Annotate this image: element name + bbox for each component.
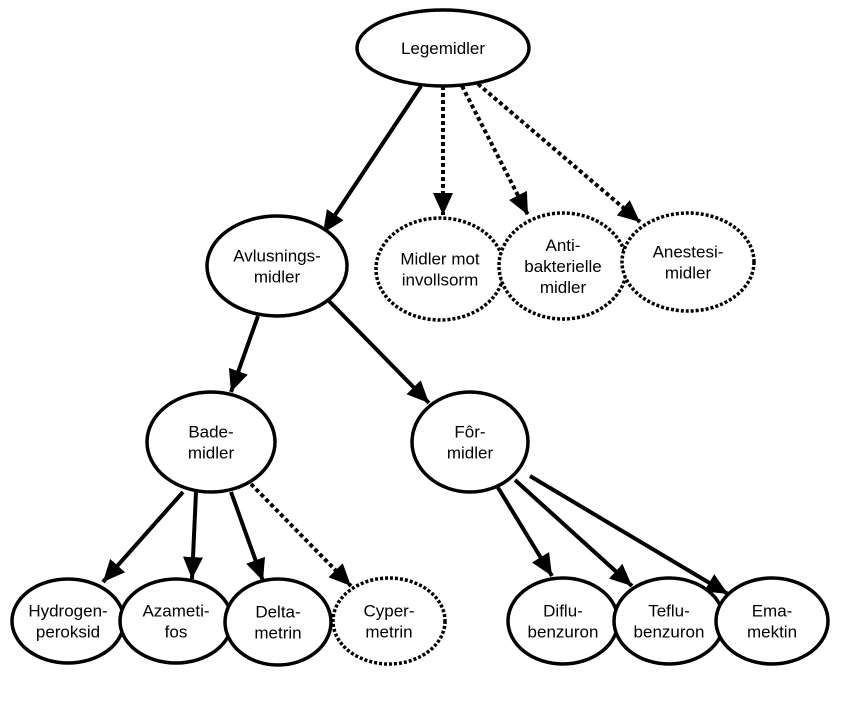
node-anestesimidler: Anestesi-midler	[620, 211, 756, 313]
node-label-line: midler	[447, 444, 494, 463]
node-bademidler: Bade-midler	[145, 390, 277, 494]
edge-bademidler-to-cypermetrin	[249, 482, 353, 588]
node-deltametrin: Delta-metrin	[223, 577, 333, 667]
node-label-line: Fôr-	[454, 423, 485, 442]
node-label-line: Anestesi-	[653, 243, 724, 262]
node-ellipse	[118, 577, 234, 665]
node-ellipse	[205, 214, 349, 318]
edge-formidler-to-teflubenzuron	[513, 478, 634, 588]
node-label-line: Legemidler	[401, 39, 485, 58]
node-label-line: benzuron	[528, 623, 599, 642]
node-label-line: mektin	[747, 623, 797, 642]
node-label-line: fos	[165, 623, 188, 642]
node-ellipse	[410, 390, 530, 494]
node-label-line: metrin	[254, 624, 301, 643]
edge-formidler-to-emamektin	[528, 474, 730, 596]
edge-formidler-to-diflubenzuron	[495, 484, 554, 578]
node-ellipse	[331, 576, 447, 666]
node-diflubenzuron: Diflu-benzuron	[506, 576, 620, 666]
node-ellipse	[620, 211, 756, 313]
node-hydrogenperoksid: Hydrogen-peroksid	[10, 577, 126, 665]
node-label-line: Anti-	[546, 236, 581, 255]
node-midler-mot-involl: Midler mot invollsorm	[374, 216, 506, 322]
node-cypermetrin: Cyper-metrin	[331, 576, 447, 666]
node-label-line: Delta-	[255, 603, 300, 622]
node-ellipse	[714, 576, 830, 666]
node-label-line: invollsorm	[402, 271, 479, 290]
edge-bademidler-to-hydrogenperoksid	[101, 490, 185, 584]
node-avlusningsmidler: Avlusnings-midler	[205, 214, 349, 318]
edge-avlusningsmidler-to-formidler	[326, 298, 431, 405]
node-label-line: Bade-	[188, 423, 233, 442]
node-label-line: Azameti-	[142, 602, 209, 621]
edge-legemidler-to-avlusningsmidler	[321, 84, 423, 235]
node-teflubenzuron: Teflu-benzuron	[612, 576, 726, 666]
edge-bademidler-to-deltametrin	[229, 491, 265, 582]
node-label-line: Hydrogen-	[28, 602, 107, 621]
edge-legemidler-to-anestesimidler	[476, 82, 642, 224]
edge-bademidler-to-azametifos	[183, 491, 203, 580]
node-ellipse	[374, 216, 506, 322]
node-legemidler: Legemidler	[355, 8, 531, 88]
node-ellipse	[612, 576, 726, 666]
node-formidler: Fôr-midler	[410, 390, 530, 494]
node-label-line: Diflu-	[543, 602, 583, 621]
node-label-line: peroksid	[36, 623, 100, 642]
node-ellipse	[506, 576, 620, 666]
node-label-line: Ema-	[752, 602, 793, 621]
node-label-line: Cyper-	[363, 602, 414, 621]
node-ellipse	[355, 8, 531, 88]
edge-avlusningsmidler-to-bademidler	[228, 315, 260, 393]
node-label-line: midler	[665, 264, 712, 283]
node-azametifos: Azameti-fos	[118, 577, 234, 665]
node-label-line: benzuron	[634, 623, 705, 642]
edge-legemidler-to-antibakterielle	[460, 85, 530, 216]
node-label-line: Midler mot	[400, 250, 480, 269]
node-label-line: midler	[188, 444, 235, 463]
node-antibakterielle: Anti-bakterielle midler	[497, 211, 629, 321]
node-label-line: midler	[540, 278, 587, 297]
node-label-line: midler	[254, 268, 301, 287]
node-label-line: metrin	[365, 623, 412, 642]
node-emamektin: Ema-mektin	[714, 576, 830, 666]
node-label-line: Teflu-	[648, 602, 690, 621]
edges-layer	[101, 82, 730, 596]
node-ellipse	[10, 577, 126, 665]
node-label-line: Avlusnings-	[233, 247, 321, 266]
node-label-line: bakterielle	[524, 257, 602, 276]
node-ellipse	[223, 577, 333, 667]
node-ellipse	[145, 390, 277, 494]
